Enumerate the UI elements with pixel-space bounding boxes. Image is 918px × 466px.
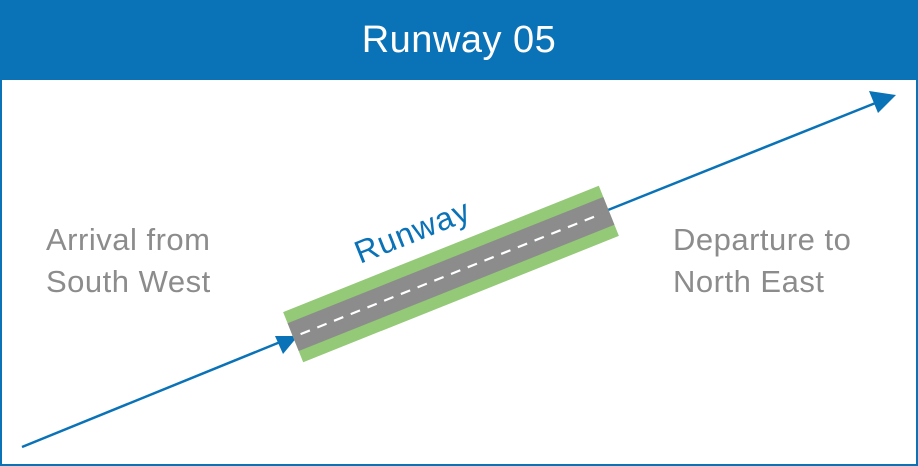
- arrival-path: [21, 334, 298, 449]
- arrow-head-icon: [275, 336, 298, 354]
- header-bar: Runway 05: [2, 2, 916, 80]
- arrival-line-2: South West: [46, 264, 211, 299]
- runway-centerline: [300, 212, 602, 336]
- arrival-text: Arrival from South West: [46, 219, 211, 303]
- page-title: Runway 05: [361, 18, 557, 61]
- departure-text: Departure to North East: [673, 219, 851, 303]
- arrow-head-icon: [869, 91, 896, 113]
- departure-path: [607, 91, 896, 212]
- departure-line-1: Departure to: [673, 222, 852, 257]
- departure-line-2: North East: [673, 264, 825, 299]
- arrival-line-1: Arrival from: [46, 222, 211, 257]
- runway-strip: [283, 185, 619, 363]
